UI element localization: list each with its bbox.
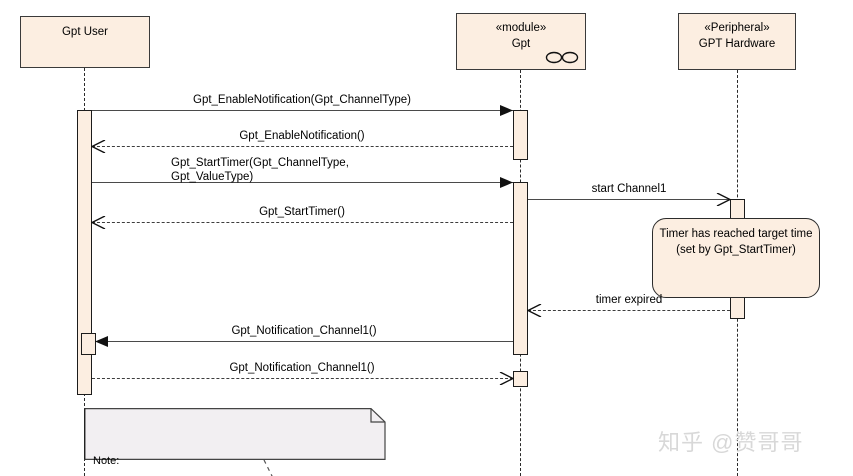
message-line [92, 182, 513, 183]
lifeline-stereotype-gpt-module: «module» [495, 22, 547, 34]
activation-bar-gpt-module-3 [513, 371, 528, 387]
lifeline-name-gpt-module: Gpt [511, 37, 531, 50]
lifeline-name-gpt-hardware: GPT Hardware [698, 37, 776, 50]
lifeline-head-gpt-user[interactable]: Gpt User [20, 16, 150, 68]
open-arrowhead-icon [716, 193, 731, 206]
message-label: Gpt_StartTimer() [259, 206, 345, 218]
message-line [92, 222, 513, 223]
activation-bar-gpt-module-1 [513, 110, 528, 160]
message-label: Gpt_Notification_Channel1() [231, 325, 377, 337]
note-timer-state-line1: Timer has reached target time [659, 228, 813, 240]
message-label: start Channel1 [591, 183, 667, 195]
message-line [92, 378, 513, 379]
message-label: timer expired [595, 294, 663, 306]
message-line [528, 310, 730, 311]
activation-bar-gpt-user-nested [81, 333, 96, 355]
note-shape [84, 408, 386, 460]
lifeline-head-gpt-module[interactable]: «module» Gpt [456, 13, 586, 70]
note-notification: Note: Notification can be used to start … [84, 408, 386, 476]
lifeline-name-gpt-user: Gpt User [61, 26, 108, 38]
provided-interface-icon [545, 51, 579, 64]
activation-bar-gpt-module-2 [513, 182, 528, 355]
message-line [96, 341, 513, 342]
note-anchor-line [263, 460, 273, 476]
message-label: Gpt_EnableNotification() [239, 130, 365, 142]
lifeline-stereotype-gpt-hardware: «Peripheral» [704, 22, 770, 34]
open-arrowhead-icon [527, 304, 542, 317]
open-arrowhead-icon [91, 216, 106, 229]
activation-bar-gpt-user [77, 110, 92, 395]
note-timer-state-line2: (set by Gpt_StartTimer) [676, 244, 796, 257]
open-arrowhead-icon [91, 140, 106, 153]
filled-arrowhead-icon [500, 105, 513, 116]
message-label: Gpt_StartTimer(Gpt_ChannelType, Gpt_Valu… [171, 157, 349, 184]
message-line [528, 199, 730, 200]
lifeline-head-gpt-hardware[interactable]: «Peripheral» GPT Hardware [678, 13, 796, 70]
message-line [92, 110, 513, 111]
message-label: Gpt_EnableNotification(Gpt_ChannelType) [193, 94, 411, 106]
note-notification-text: Note: Notification can be used to start … [93, 422, 323, 476]
open-arrowhead-icon [499, 372, 514, 385]
note-notification-line1: Note: [93, 454, 120, 467]
message-line [92, 146, 513, 147]
message-label: Gpt_Notification_Channel1() [229, 362, 375, 374]
filled-arrowhead-icon [95, 336, 108, 347]
filled-arrowhead-icon [500, 177, 513, 188]
note-timer-state: Timer has reached target time (set by Gp… [652, 218, 820, 298]
watermark: 知乎 @赞哥哥 [658, 430, 804, 455]
